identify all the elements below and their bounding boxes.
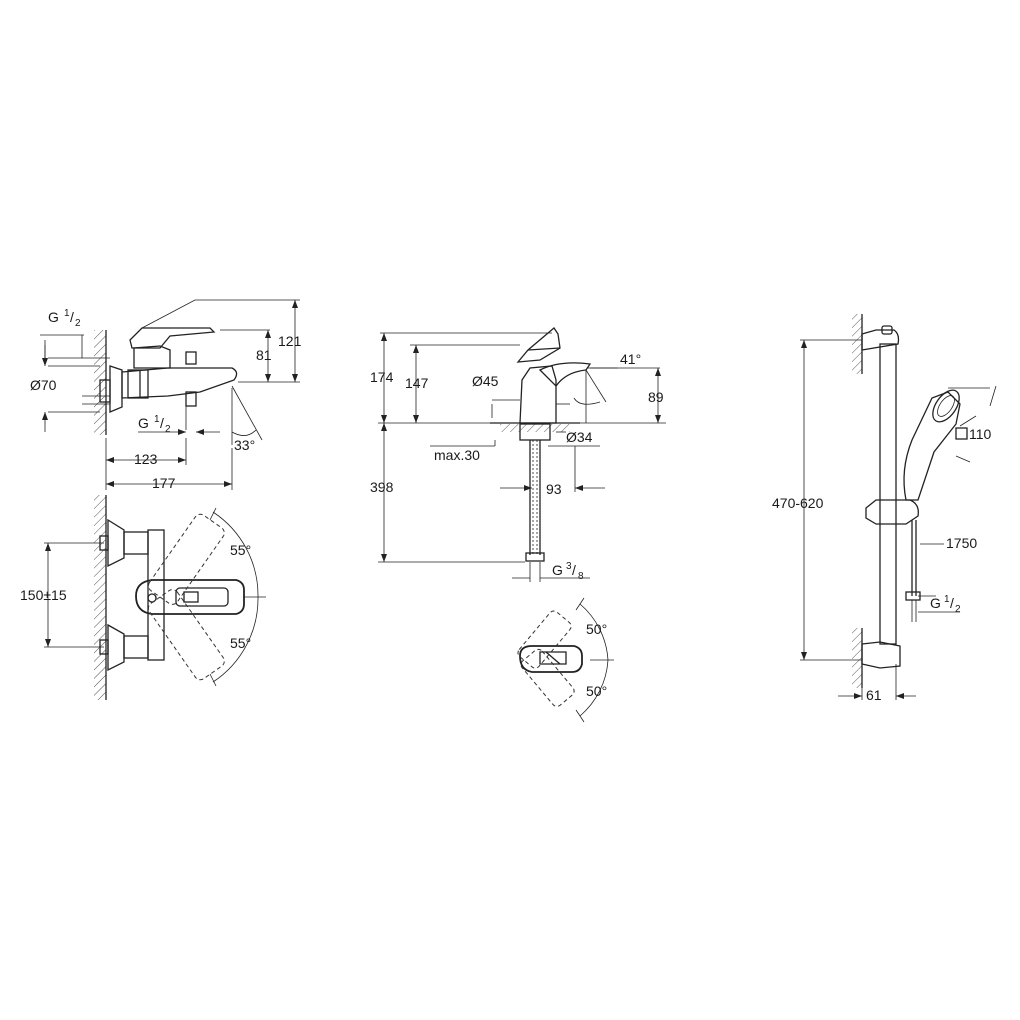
basin-spout-angle-label: 41°: [620, 351, 641, 367]
bath-centers-label: 150±15: [20, 587, 67, 603]
bath-flange-dia-label: Ø70: [30, 377, 57, 393]
basin-thread-label: G: [552, 562, 563, 578]
shower-head-size-label: 110: [969, 426, 992, 442]
shower-thread-slash: /: [950, 595, 954, 611]
bath-outlet-thread-num: 1: [154, 414, 160, 425]
bath-outlet-thread-slash: /: [160, 415, 164, 431]
bath-height-81-label: 81: [256, 347, 272, 363]
bath-mixer-top-view: 55° 55° 150±15: [20, 495, 266, 700]
basin-lever-up-angle-label: 50°: [586, 621, 607, 637]
shower-thread-label: G: [930, 595, 941, 611]
basin-thread-slash: /: [572, 562, 576, 578]
shower-thread-den: 2: [955, 604, 961, 615]
shower-thread-num: 1: [944, 594, 950, 605]
shower-rail-set: 470-620 110 1750 G 1 / 2 61: [772, 314, 997, 703]
square-symbol: [955, 427, 968, 440]
shower-rail-range-label: 470-620: [772, 495, 824, 511]
basin-height-174-label: 174: [370, 369, 394, 385]
bath-inlet-thread-den: 2: [75, 318, 81, 329]
bath-inlet-thread-slash: /: [70, 309, 74, 325]
wall-hatch-top: [94, 495, 106, 700]
bath-inlet-thread-label: G: [48, 309, 59, 325]
bath-depth-177-label: 177: [152, 475, 176, 491]
basin-height-147-label: 147: [405, 375, 429, 391]
basin-thread-den: 8: [578, 571, 584, 582]
basin-thread-num: 3: [566, 561, 572, 572]
shower-wall-offset-label: 61: [866, 687, 882, 703]
bath-mixer-side-view: G 1 / 2 Ø70 G 1 / 2 81 121 33° 123 177: [30, 299, 302, 491]
bath-inlet-thread-num: 1: [64, 308, 70, 319]
bath-spout-angle-label: 33°: [234, 437, 255, 453]
basin-spout-height-label: 89: [648, 389, 664, 405]
basin-base-dia-label: Ø34: [566, 429, 593, 445]
bath-depth-123-label: 123: [134, 451, 158, 467]
basin-mixer-top-view: 50° 50°: [517, 597, 614, 723]
bath-lever-up-angle-label: 55°: [230, 542, 251, 558]
bath-outlet-thread-den: 2: [165, 424, 171, 435]
bath-outlet-thread-label: G: [138, 415, 149, 431]
basin-hose-length-label: 398: [370, 479, 394, 495]
shower-hose-length-label: 1750: [946, 535, 977, 551]
basin-reach-label: 93: [546, 481, 562, 497]
bath-lever-down-angle-label: 55°: [230, 635, 251, 651]
basin-deck-max-label: max.30: [434, 447, 480, 463]
basin-lever-down-angle-label: 50°: [586, 683, 607, 699]
basin-mixer-side-view: 174 147 Ø45 41° 89 Ø34 max.30 398 93 G 3…: [370, 327, 666, 582]
basin-body-dia-label: Ø45: [472, 373, 499, 389]
bath-height-121-label: 121: [278, 333, 302, 349]
